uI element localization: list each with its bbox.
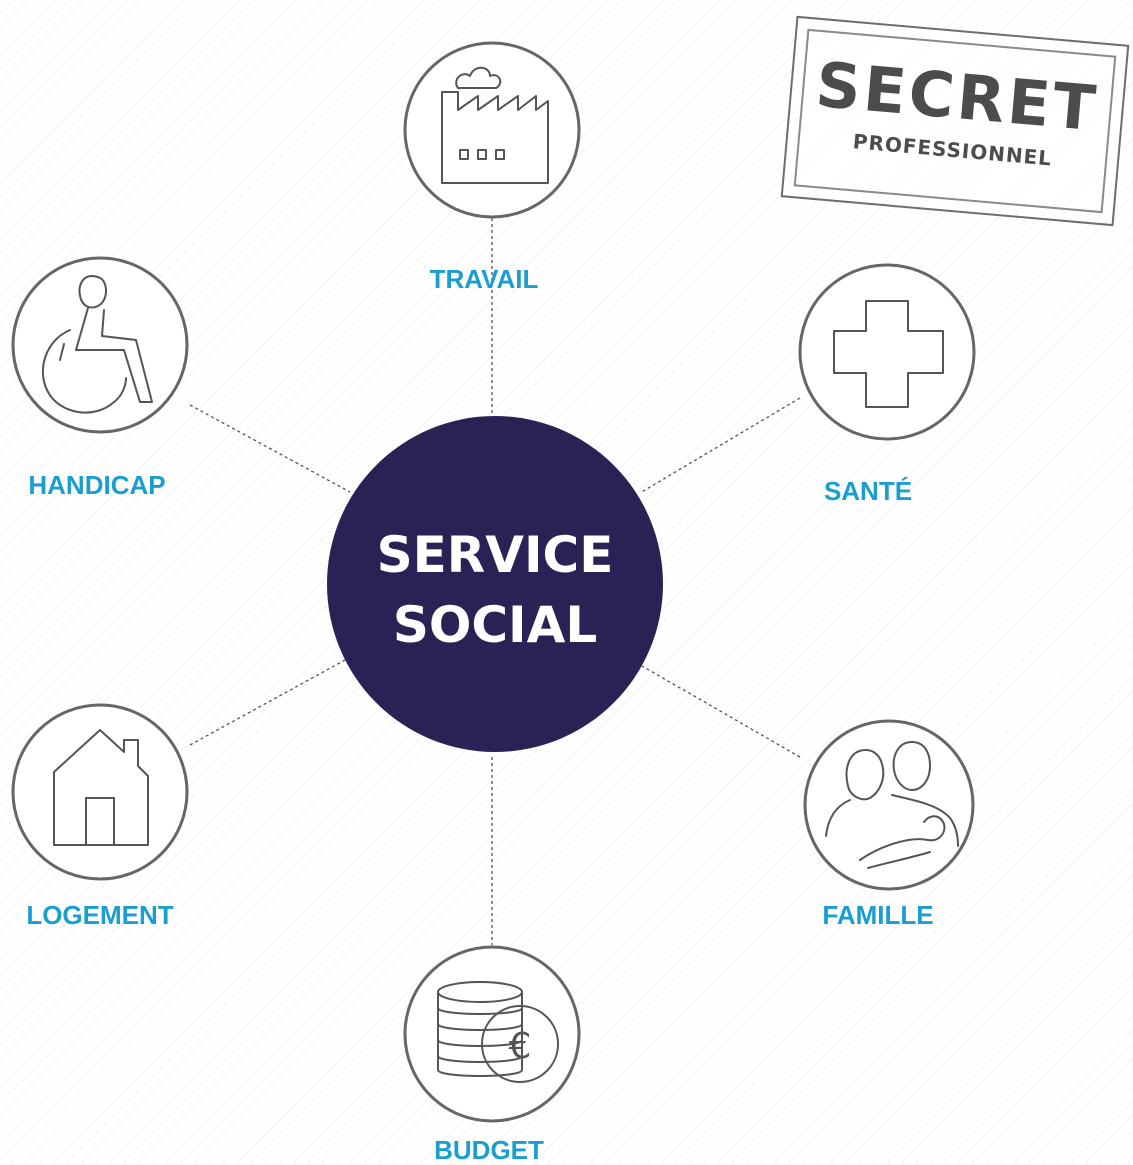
node-famille bbox=[803, 719, 975, 891]
center-title-line1: SERVICE bbox=[376, 526, 614, 584]
label-travail: TRAVAIL bbox=[429, 264, 539, 294]
secret-stamp: SECRET PROFESSIONNEL bbox=[780, 15, 1130, 227]
node-sante bbox=[798, 263, 976, 441]
connector-famille bbox=[641, 665, 801, 758]
label-budget: BUDGET bbox=[434, 1135, 544, 1165]
euro-coins-icon: € bbox=[437, 981, 559, 1083]
node-budget: € bbox=[403, 945, 581, 1123]
svg-text:€: € bbox=[509, 1026, 532, 1067]
wheelchair-icon bbox=[41, 275, 153, 414]
center-circle bbox=[327, 416, 663, 752]
house-icon bbox=[53, 729, 149, 846]
label-logement: LOGEMENT bbox=[26, 900, 174, 930]
node-travail bbox=[403, 41, 581, 219]
connector-sante bbox=[639, 397, 801, 494]
center-title-line2: SOCIAL bbox=[392, 596, 598, 654]
label-famille: FAMILLE bbox=[822, 900, 934, 930]
node-handicap bbox=[11, 256, 189, 434]
family-icon bbox=[825, 741, 959, 869]
label-handicap: HANDICAP bbox=[28, 470, 166, 500]
label-sante: SANTÉ bbox=[823, 476, 913, 506]
connector-logement bbox=[189, 659, 346, 746]
factory-icon bbox=[441, 66, 549, 184]
center-title: SERVICE SOCIAL bbox=[327, 520, 663, 660]
node-logement bbox=[11, 703, 189, 881]
medical-cross-icon bbox=[833, 300, 944, 408]
connector-handicap bbox=[189, 404, 351, 493]
